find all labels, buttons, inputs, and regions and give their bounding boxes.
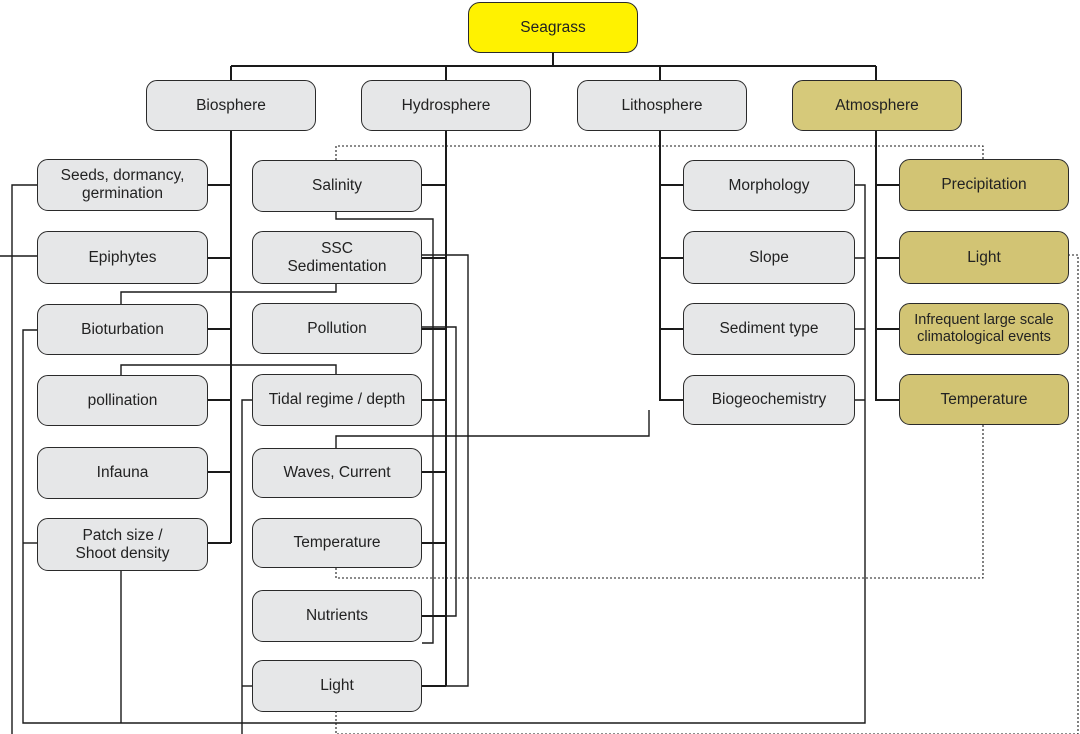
factor-tidal-regime-depth: Tidal regime / depth [252,374,422,426]
factor-atmospheric-light: Light [899,231,1069,284]
factor-biogeochemistry: Biogeochemistry [683,375,855,425]
factor-slope: Slope [683,231,855,284]
factor-air-temperature: Temperature [899,374,1069,425]
factor-epiphytes: Epiphytes [37,231,208,284]
sphere-hydrosphere: Hydrosphere [361,80,531,131]
factor-pollination: pollination [37,375,208,426]
factor-water-temperature: Temperature [252,518,422,568]
factor-pollution: Pollution [252,303,422,354]
factor-seeds-dormancy-germination: Seeds, dormancy, germination [37,159,208,211]
factor-sediment-type: Sediment type [683,303,855,355]
factor-morphology: Morphology [683,160,855,211]
sphere-biosphere: Biosphere [146,80,316,131]
factor-infauna: Infauna [37,447,208,499]
factor-bioturbation: Bioturbation [37,304,208,355]
root-node-seagrass: Seagrass [468,2,638,53]
sphere-lithosphere: Lithosphere [577,80,747,131]
factor-ssc-sedimentation: SSC Sedimentation [252,231,422,284]
factor-precipitation: Precipitation [899,159,1069,211]
factor-salinity: Salinity [252,160,422,212]
sphere-atmosphere: Atmosphere [792,80,962,131]
factor-patch-size-shoot-density: Patch size / Shoot density [37,518,208,571]
factor-climatological-events: Infrequent large scale climatological ev… [899,303,1069,355]
factor-nutrients: Nutrients [252,590,422,642]
factor-waves-current: Waves, Current [252,448,422,498]
factor-underwater-light: Light [252,660,422,712]
